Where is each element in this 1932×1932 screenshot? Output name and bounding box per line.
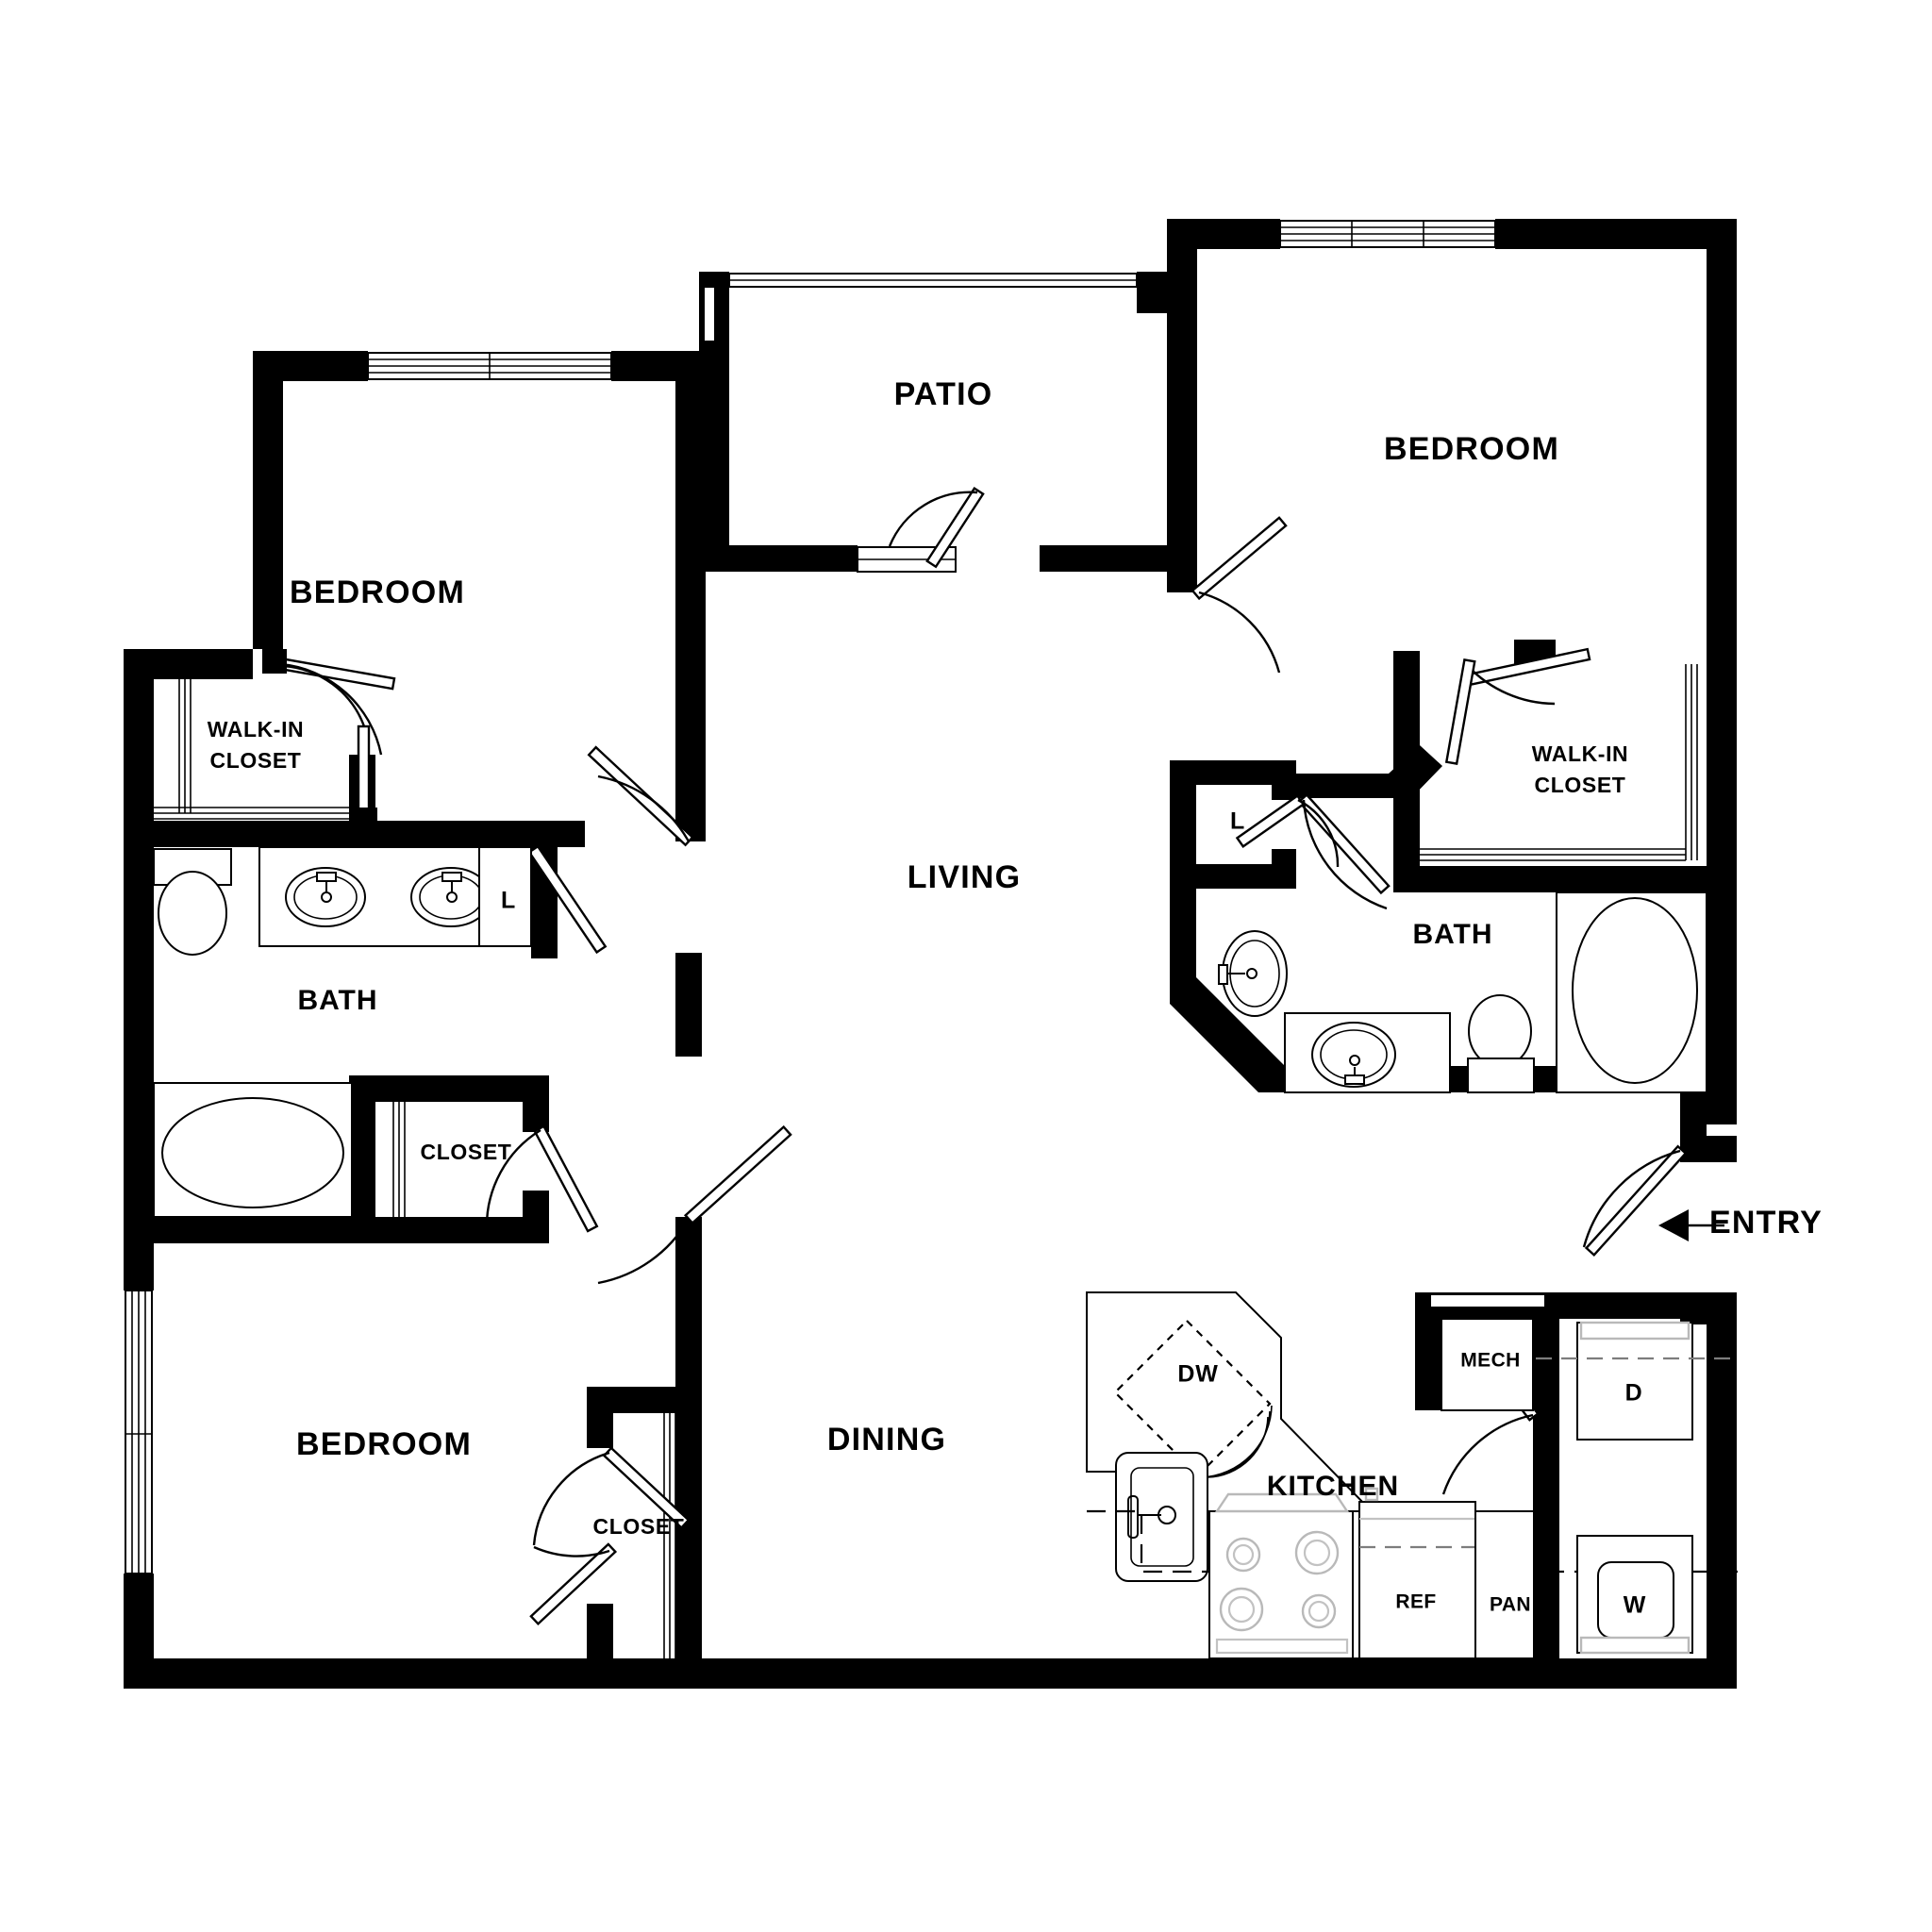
door-closet-mid-left: [485, 1124, 599, 1233]
label-walkin-left-2: CLOSET: [210, 748, 302, 773]
label-linen-left: L: [501, 888, 516, 914]
label-bath-left: BATH: [297, 985, 377, 1016]
window-bedroom-top-left: [367, 352, 612, 380]
sink-basin-right-2: [1311, 1022, 1396, 1088]
bath-right-fixtures: [1218, 891, 1707, 1093]
door-closet-bottom: [529, 1446, 691, 1626]
toilet-bowl-right: [1468, 994, 1532, 1068]
label-living: LIVING: [908, 859, 1022, 895]
label-walkin-left-1: WALK-IN: [208, 717, 305, 741]
door-bedroom-top-left: [587, 745, 694, 847]
label-entry: ENTRY: [1709, 1205, 1823, 1241]
dryer: [1536, 1321, 1738, 1441]
closet-shelving: [154, 664, 1698, 1658]
label-bedroom-top-right: BEDROOM: [1384, 431, 1559, 467]
patio-top-rail: [728, 273, 1138, 288]
door-linen-right: [1235, 793, 1340, 868]
window-bedroom-top-right: [1279, 220, 1496, 248]
label-dryer: D: [1625, 1380, 1643, 1407]
shelf-walkin-right: [1420, 664, 1698, 861]
shelf-closet-bottom: [663, 1413, 676, 1658]
door-bath-right: [1297, 792, 1391, 910]
refrigerator: [1358, 1487, 1476, 1659]
bathtub-left: [153, 1082, 353, 1218]
window-bedroom-bottom-left: [125, 1290, 153, 1574]
label-pantry: PAN: [1490, 1594, 1531, 1616]
wall-group: [124, 219, 1737, 1689]
label-closet-bottom: CLOSET: [593, 1514, 685, 1539]
window-group: [125, 220, 1496, 1574]
shelf-closet-mid-left: [392, 1102, 406, 1217]
door-group: [262, 486, 1688, 1626]
toilet-bowl-left: [158, 871, 227, 956]
fixture-label-group: L L DW MECH D W REF PAN: [501, 808, 1646, 1619]
label-walkin-right-2: CLOSET: [1535, 773, 1626, 797]
label-mechanical: MECH: [1460, 1350, 1520, 1372]
toilet-tank-right: [1467, 1058, 1535, 1093]
label-bedroom-top-left: BEDROOM: [290, 575, 465, 610]
range-cooktop: [1208, 1492, 1354, 1659]
shelf-walkin-left: [154, 677, 349, 820]
door-walkin-left: [262, 649, 396, 834]
label-kitchen: KITCHEN: [1267, 1471, 1399, 1502]
door-bedroom-top-right: [1191, 516, 1288, 674]
label-closet-mid-left: CLOSET: [421, 1140, 512, 1164]
label-patio: PATIO: [894, 376, 993, 412]
door-walkin-right: [1444, 647, 1591, 765]
door-bedroom-bottom: [597, 1124, 792, 1285]
mechanical-closet: [1429, 1293, 1546, 1411]
label-dining: DINING: [827, 1422, 946, 1457]
label-bedroom-bottom: BEDROOM: [296, 1426, 472, 1462]
bath-left-fixtures: [153, 846, 532, 1218]
washer: [1576, 1535, 1693, 1655]
label-walkin-right-1: WALK-IN: [1532, 741, 1629, 766]
label-dishwasher: DW: [1177, 1361, 1218, 1388]
bathtub-right: [1556, 891, 1707, 1093]
label-refrigerator: REF: [1395, 1591, 1436, 1613]
kitchen-sink: [1115, 1452, 1208, 1582]
room-label-group: BEDROOM PATIO BEDROOM WALK-IN CLOSET WAL…: [208, 376, 1823, 1539]
door-entry: [1582, 1144, 1688, 1257]
linen-closet-left: [478, 846, 532, 947]
label-bath-right: BATH: [1412, 919, 1492, 950]
label-linen-right: L: [1230, 808, 1245, 835]
pantry-cabinet: [1474, 1510, 1535, 1659]
kitchen-fixtures: [1086, 1291, 1738, 1659]
laundry-appliances: [1536, 1321, 1738, 1655]
patio-left-rail: [703, 286, 716, 342]
label-washer: W: [1624, 1592, 1646, 1619]
entry-arrow-icon: [1658, 1209, 1724, 1241]
door-patio: [888, 486, 985, 569]
